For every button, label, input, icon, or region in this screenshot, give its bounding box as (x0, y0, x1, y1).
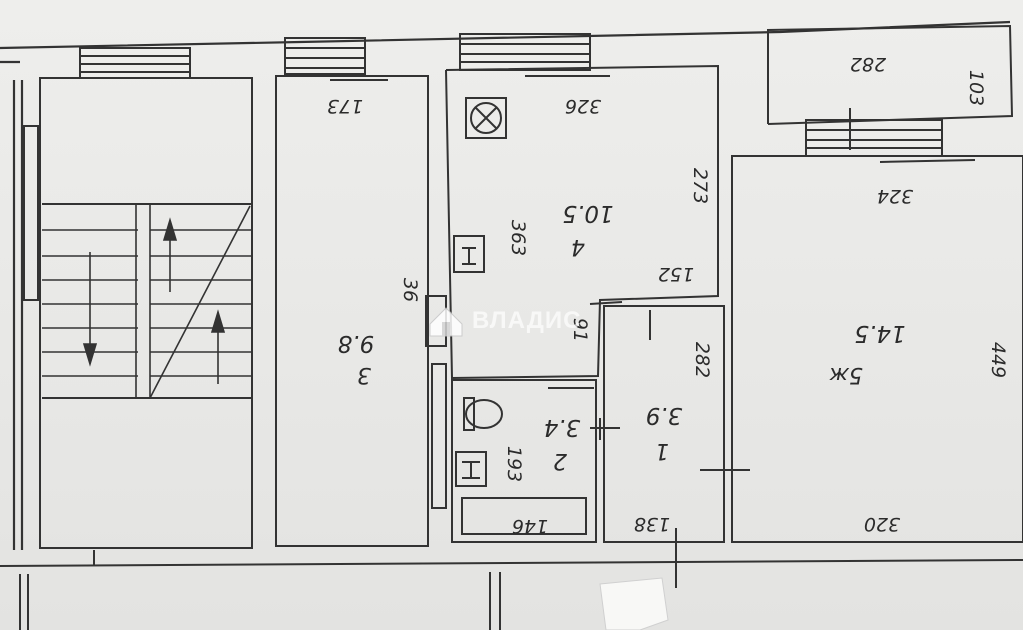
room-3-outline (275, 37, 447, 547)
room-3-number: 3 (357, 362, 371, 387)
room-2-area: 3.4 (544, 414, 581, 440)
dim-room-5-bottom: 320 (864, 513, 900, 535)
staircase-block (23, 47, 253, 549)
room-1-number: 1 (655, 438, 669, 463)
dim-room-1-bottom: 138 (634, 513, 670, 535)
room-4-area: 10.5 (562, 200, 613, 226)
watermark-brand: ВЛАДИС (472, 307, 581, 334)
room-1-area: 3.9 (646, 402, 683, 428)
dim-wall-36: 36 (399, 278, 421, 302)
room-4-number: 4 (571, 234, 585, 259)
dim-room-4-right: 273 (689, 168, 711, 204)
dim-room-3-width: 173 (327, 95, 363, 117)
dim-room-5-top: 324 (877, 185, 913, 207)
room-1-outline (589, 301, 750, 588)
dim-balcony-width: 282 (850, 53, 886, 75)
dim-door-91: 91 (569, 318, 591, 342)
dim-room-1-right: 282 (691, 342, 713, 378)
dim-bathtub: 146 (512, 515, 548, 537)
room-2-number: 2 (553, 448, 567, 473)
watermark: ВЛАДИС (429, 307, 581, 337)
dim-room-2-left: 193 (503, 446, 525, 482)
dim-room-4-width: 326 (565, 95, 601, 117)
room-5-number-suffix: ж (829, 362, 850, 387)
balcony-outline (767, 24, 1014, 125)
dim-room-4-left: 363 (507, 220, 529, 256)
room-3-area: 9.8 (338, 330, 375, 356)
watermark-door-icon (442, 322, 450, 336)
room-2-outline (431, 363, 620, 543)
room-5-area: 14.5 (854, 320, 905, 346)
paper-tear (599, 577, 669, 630)
stair-treads (42, 203, 252, 399)
dim-balcony-depth: 103 (965, 70, 987, 106)
room-4-outline (445, 33, 719, 380)
dim-room-4-bottom: 152 (658, 263, 694, 285)
room-5-number: 5ж (829, 362, 863, 387)
dim-room-5-right: 449 (987, 342, 1009, 378)
room-5-number-digit: 5 (849, 362, 863, 387)
lower-walls (0, 550, 1023, 630)
stair-arrows (82, 217, 226, 384)
